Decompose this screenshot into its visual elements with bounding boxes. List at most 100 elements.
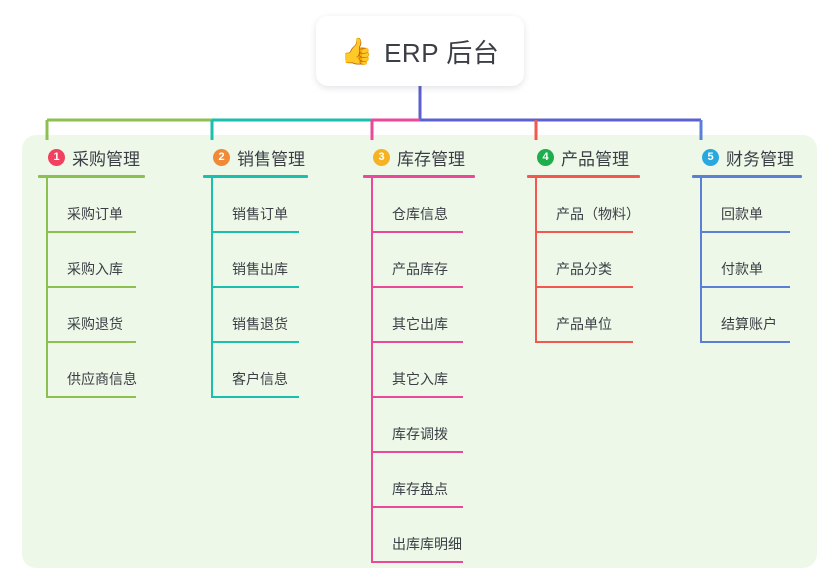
branch-item-rule	[371, 341, 463, 343]
branch-item-rule	[371, 286, 463, 288]
branch-item-rule	[371, 561, 463, 563]
branch-item-label: 供应商信息	[67, 371, 137, 387]
branch-spine-1	[46, 178, 48, 398]
branch-item[interactable]: 库存调拨	[363, 398, 479, 453]
branch-item[interactable]: 回款单	[692, 178, 807, 233]
branch-item-label: 仓库信息	[392, 206, 448, 222]
branch-item-rule	[211, 286, 299, 288]
branch-header-3[interactable]: 3 库存管理	[363, 145, 479, 169]
branch-item[interactable]: 结算账户	[692, 288, 807, 343]
branch-items-5: 回款单付款单结算账户	[692, 178, 807, 343]
branch-item[interactable]: 出库库明细	[363, 508, 479, 563]
branch-badge-1: 1	[48, 148, 65, 166]
branch-header-rule-5	[692, 175, 802, 178]
branch-item[interactable]: 采购入库	[38, 233, 150, 288]
branch-item-rule	[700, 341, 790, 343]
branch-item[interactable]: 产品单位	[527, 288, 645, 343]
branch-item-rule	[535, 341, 633, 343]
diagram-background-panel	[22, 135, 817, 568]
branch-item-label: 其它出库	[392, 316, 448, 332]
branch-header-1[interactable]: 1 采购管理	[38, 145, 150, 169]
branch-item-rule	[211, 231, 299, 233]
branch-item[interactable]: 产品分类	[527, 233, 645, 288]
branch-item-label: 产品分类	[556, 261, 612, 277]
branch-item-label: 采购订单	[67, 206, 123, 222]
branch-item-label: 回款单	[721, 206, 763, 222]
branch-item-rule	[46, 286, 136, 288]
branch-title-5: 财务管理	[726, 149, 794, 169]
branch-header-rule-2	[203, 175, 308, 178]
branch-item-label: 其它入库	[392, 371, 448, 387]
branch-item-label: 库存盘点	[392, 481, 448, 497]
branch-item[interactable]: 供应商信息	[38, 343, 150, 398]
branch-header-rule-1	[38, 175, 145, 178]
branch-item-label: 采购入库	[67, 261, 123, 277]
branch-item[interactable]: 产品库存	[363, 233, 479, 288]
branch-title-4: 产品管理	[561, 149, 629, 169]
branch-item-label: 付款单	[721, 261, 763, 277]
branch-item[interactable]: 销售订单	[203, 178, 313, 233]
branch-title-1: 采购管理	[72, 149, 140, 169]
branch-badge-4: 4	[537, 148, 554, 166]
branch-item-label: 出库库明细	[392, 536, 462, 552]
branch-item[interactable]: 销售退货	[203, 288, 313, 343]
root-node-title: ERP 后台	[384, 37, 500, 68]
branch-spine-3	[371, 178, 373, 563]
branch-items-4: 产品（物料） 产品分类产品单位	[527, 178, 645, 343]
branch-item-rule	[371, 231, 463, 233]
branch-item-rule	[46, 341, 136, 343]
branch-item-rule	[371, 506, 463, 508]
branch-item-rule	[535, 286, 633, 288]
branch-item[interactable]: 库存盘点	[363, 453, 479, 508]
branch-header-rule-3	[363, 175, 475, 178]
branch-item-label: 库存调拨	[392, 426, 448, 442]
branch-item[interactable]: 付款单	[692, 233, 807, 288]
branch-item[interactable]: 采购订单	[38, 178, 150, 233]
branch-item[interactable]: 其它出库	[363, 288, 479, 343]
root-node-content: 👍 ERP 后台	[341, 33, 500, 70]
branch-item[interactable]: 销售出库	[203, 233, 313, 288]
branch-spine-4	[535, 178, 537, 343]
thumbs-up-icon: 👍	[340, 36, 374, 66]
branch-item-label: 产品库存	[392, 261, 448, 277]
branch-item[interactable]: 产品（物料）	[527, 178, 645, 233]
branch-item[interactable]: 其它入库	[363, 343, 479, 398]
branch-item-label: 客户信息	[232, 371, 288, 387]
branch-column-3: 3 库存管理仓库信息产品库存其它出库其它入库库存调拨库存盘点出库库明细	[363, 145, 479, 563]
branch-item-rule	[371, 396, 463, 398]
branch-items-1: 采购订单采购入库采购退货供应商信息	[38, 178, 150, 398]
branch-item-label: 销售订单	[232, 206, 288, 222]
branch-spine-2	[211, 178, 213, 398]
branch-item-label: 产品（物料）	[556, 206, 640, 222]
branch-item-rule	[46, 396, 136, 398]
branch-item-label: 采购退货	[67, 316, 123, 332]
branch-item-rule	[211, 341, 299, 343]
branch-header-4[interactable]: 4 产品管理	[527, 145, 645, 169]
branch-item-label: 产品单位	[556, 316, 612, 332]
branch-item[interactable]: 客户信息	[203, 343, 313, 398]
branch-item-rule	[46, 231, 136, 233]
branch-header-rule-4	[527, 175, 640, 178]
branch-item[interactable]: 仓库信息	[363, 178, 479, 233]
branch-spine-5	[700, 178, 702, 343]
branch-item-label: 结算账户	[721, 316, 777, 332]
branch-item-rule	[371, 451, 463, 453]
branch-item-rule	[700, 286, 790, 288]
branch-item-rule	[700, 231, 790, 233]
branch-items-2: 销售订单销售出库销售退货客户信息	[203, 178, 313, 398]
root-node[interactable]: 👍 ERP 后台	[316, 16, 524, 86]
branch-items-3: 仓库信息产品库存其它出库其它入库库存调拨库存盘点出库库明细	[363, 178, 479, 563]
branch-column-4: 4 产品管理产品（物料） 产品分类产品单位	[527, 145, 645, 343]
branch-title-3: 库存管理	[397, 149, 465, 169]
branch-item-label: 销售退货	[232, 316, 288, 332]
branch-badge-2: 2	[213, 148, 230, 166]
branch-item-rule	[211, 396, 299, 398]
branch-badge-3: 3	[373, 148, 390, 166]
branch-item-rule	[535, 231, 633, 233]
branch-column-1: 1 采购管理采购订单采购入库采购退货供应商信息	[38, 145, 150, 398]
branch-item[interactable]: 采购退货	[38, 288, 150, 343]
